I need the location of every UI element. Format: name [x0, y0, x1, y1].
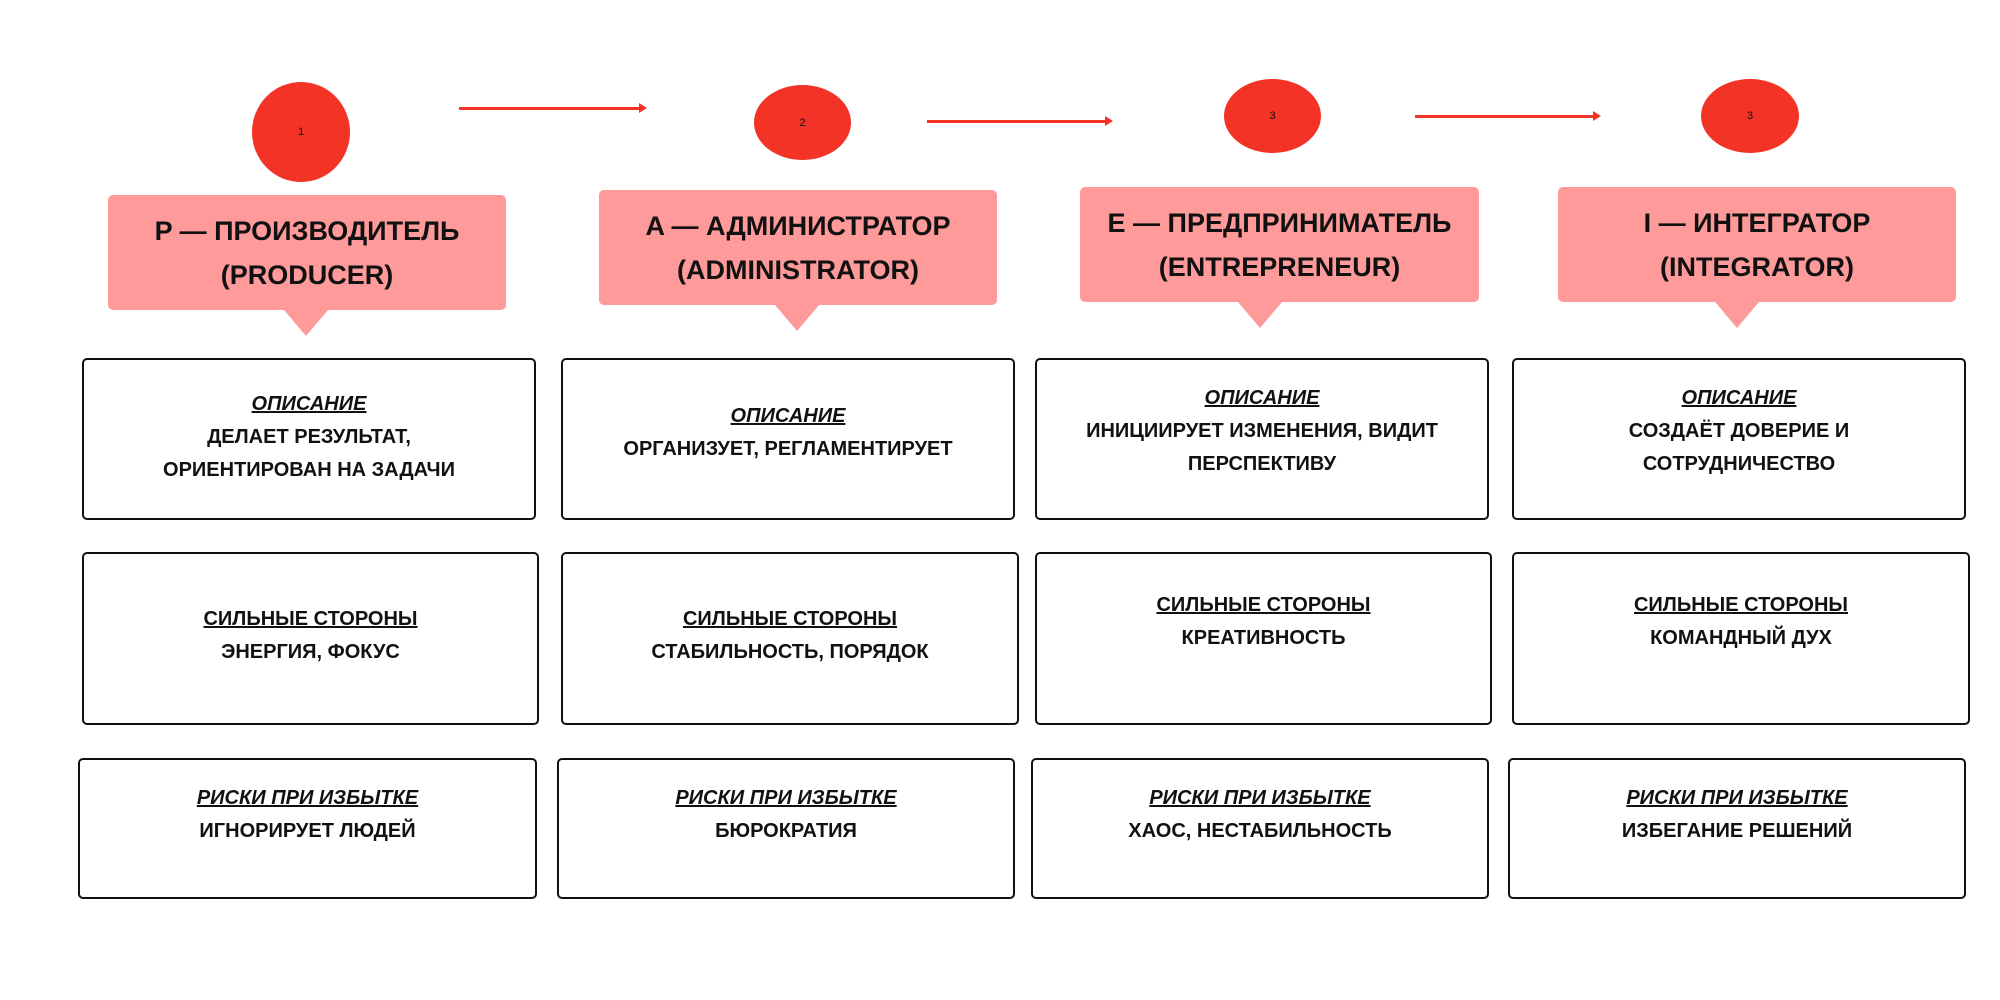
- description-heading: ОПИСАНИЕ: [1204, 387, 1320, 409]
- role-title-entrepreneur: E — ПРЕДПРИНИМАТЕЛЬ (ENTREPRENEUR): [1080, 187, 1479, 328]
- strengths-box-producer: СИЛЬНЫЕ СТОРОНЫ ЭНЕРГИЯ, ФОКУС: [82, 552, 539, 725]
- callout-pointer: [1715, 302, 1759, 328]
- description-line: СОЗДАЁТ ДОВЕРИЕ И: [1628, 420, 1850, 442]
- step-circle-3: 3: [1224, 79, 1321, 153]
- role-title: I — ИНТЕГРАТОР: [1643, 207, 1871, 238]
- strengths-box-integrator: СИЛЬНЫЕ СТОРОНЫ КОМАНДНЫЙ ДУХ: [1512, 552, 1970, 725]
- description-box-integrator: ОПИСАНИЕ СОЗДАЁТ ДОВЕРИЕ И СОТРУДНИЧЕСТВ…: [1512, 358, 1966, 520]
- risks-box-integrator: РИСКИ ПРИ ИЗБЫТКЕ ИЗБЕГАНИЕ РЕШЕНИЙ: [1508, 758, 1966, 899]
- strengths-heading: СИЛЬНЫЕ СТОРОНЫ: [682, 608, 898, 630]
- strengths-heading: СИЛЬНЫЕ СТОРОНЫ: [1633, 594, 1849, 616]
- role-title-administrator: A — АДМИНИСТРАТОР (ADMINISTRATOR): [599, 190, 997, 331]
- description-box-entrepreneur: ОПИСАНИЕ ИНИЦИИРУЕТ ИЗМЕНЕНИЯ, ВИДИТ ПЕР…: [1035, 358, 1489, 520]
- risks-box-entrepreneur: РИСКИ ПРИ ИЗБЫТКЕ ХАОС, НЕСТАБИЛЬНОСТЬ: [1031, 758, 1489, 899]
- role-title: E — ПРЕДПРИНИМАТЕЛЬ: [1107, 207, 1452, 238]
- description-line: ОРИЕНТИРОВАН НА ЗАДАЧИ: [163, 459, 455, 481]
- risks-text: БЮРОКРАТИЯ: [715, 820, 857, 842]
- risks-text: ХАОС, НЕСТАБИЛЬНОСТЬ: [1128, 820, 1392, 842]
- description-line: ИНИЦИИРУЕТ ИЗМЕНЕНИЯ, ВИДИТ: [1086, 420, 1438, 442]
- description-heading: ОПИСАНИЕ: [251, 393, 367, 415]
- description-heading: ОПИСАНИЕ: [730, 405, 846, 427]
- role-subtitle: (INTEGRATOR): [1660, 251, 1854, 282]
- strengths-text: КРЕАТИВНОСТЬ: [1181, 627, 1346, 649]
- strengths-text: СТАБИЛЬНОСТЬ, ПОРЯДОК: [651, 641, 929, 663]
- role-title-integrator: I — ИНТЕГРАТОР (INTEGRATOR): [1558, 187, 1956, 328]
- step-circle-1: 1: [252, 82, 350, 182]
- risks-heading: РИСКИ ПРИ ИЗБЫТКЕ: [675, 787, 897, 809]
- callout-pointer: [284, 310, 328, 336]
- role-title: P — ПРОИЗВОДИТЕЛЬ: [154, 215, 460, 246]
- callout-pointer: [1238, 302, 1282, 328]
- step-number: 2: [799, 116, 806, 129]
- risks-heading: РИСКИ ПРИ ИЗБЫТКЕ: [1149, 787, 1371, 809]
- callout-pointer: [775, 305, 819, 331]
- description-box-producer: ОПИСАНИЕ ДЕЛАЕТ РЕЗУЛЬТАТ, ОРИЕНТИРОВАН …: [82, 358, 536, 520]
- step-number: 1: [297, 126, 305, 138]
- risks-box-administrator: РИСКИ ПРИ ИЗБЫТКЕ БЮРОКРАТИЯ: [557, 758, 1015, 899]
- strengths-box-administrator: СИЛЬНЫЕ СТОРОНЫ СТАБИЛЬНОСТЬ, ПОРЯДОК: [561, 552, 1019, 725]
- role-title-producer: P — ПРОИЗВОДИТЕЛЬ (PRODUCER): [108, 195, 506, 336]
- strengths-text: ЭНЕРГИЯ, ФОКУС: [221, 641, 400, 663]
- strengths-text: КОМАНДНЫЙ ДУХ: [1650, 627, 1832, 649]
- risks-heading: РИСКИ ПРИ ИЗБЫТКЕ: [1626, 787, 1848, 809]
- description-box-administrator: ОПИСАНИЕ ОРГАНИЗУЕТ, РЕГЛАМЕНТИРУЕТ: [561, 358, 1015, 520]
- step-circle-4: 3: [1701, 79, 1799, 153]
- step-number: 3: [1746, 110, 1754, 122]
- risks-box-producer: РИСКИ ПРИ ИЗБЫТКЕ ИГНОРИРУЕТ ЛЮДЕЙ: [78, 758, 537, 899]
- strengths-heading: СИЛЬНЫЕ СТОРОНЫ: [1156, 594, 1371, 616]
- risks-heading: РИСКИ ПРИ ИЗБЫТКЕ: [196, 787, 419, 809]
- role-subtitle: (ADMINISTRATOR): [677, 254, 919, 285]
- role-subtitle: (PRODUCER): [220, 259, 394, 290]
- strengths-heading: СИЛЬНЫЕ СТОРОНЫ: [203, 608, 418, 630]
- role-subtitle: (ENTREPRENEUR): [1158, 251, 1401, 282]
- risks-text: ИЗБЕГАНИЕ РЕШЕНИЙ: [1621, 820, 1853, 842]
- arrow-3-to-4: [1415, 111, 1601, 121]
- description-line: СОТРУДНИЧЕСТВО: [1642, 453, 1836, 475]
- description-line: ОРГАНИЗУЕТ, РЕГЛАМЕНТИРУЕТ: [623, 438, 953, 460]
- step-circle-2: 2: [754, 85, 851, 160]
- arrow-1-to-2: [459, 103, 647, 113]
- description-line: ДЕЛАЕТ РЕЗУЛЬТАТ,: [207, 426, 411, 448]
- step-number: 3: [1269, 110, 1276, 122]
- strengths-box-entrepreneur: СИЛЬНЫЕ СТОРОНЫ КРЕАТИВНОСТЬ: [1035, 552, 1492, 725]
- description-heading: ОПИСАНИЕ: [1681, 387, 1797, 409]
- role-title: A — АДМИНИСТРАТОР: [645, 210, 951, 241]
- description-line: ПЕРСПЕКТИВУ: [1187, 453, 1337, 475]
- arrow-2-to-3: [927, 116, 1113, 126]
- risks-text: ИГНОРИРУЕТ ЛЮДЕЙ: [199, 820, 416, 842]
